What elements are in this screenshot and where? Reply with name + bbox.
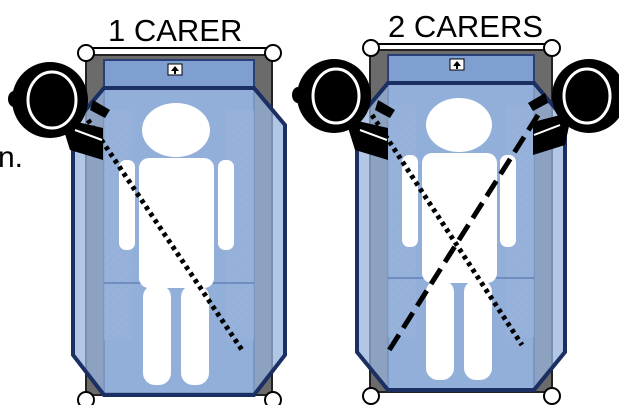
up-arrow-icon	[168, 64, 182, 75]
panel-two-carers: 2 CARERS	[292, 9, 619, 404]
panel-title: 2 CARERS	[388, 9, 543, 44]
panel-one-carer: 1 CARER	[8, 13, 285, 405]
cut-off-text: n.	[0, 141, 23, 174]
panel-title: 1 CARER	[108, 13, 242, 48]
up-arrow-icon	[450, 59, 464, 70]
